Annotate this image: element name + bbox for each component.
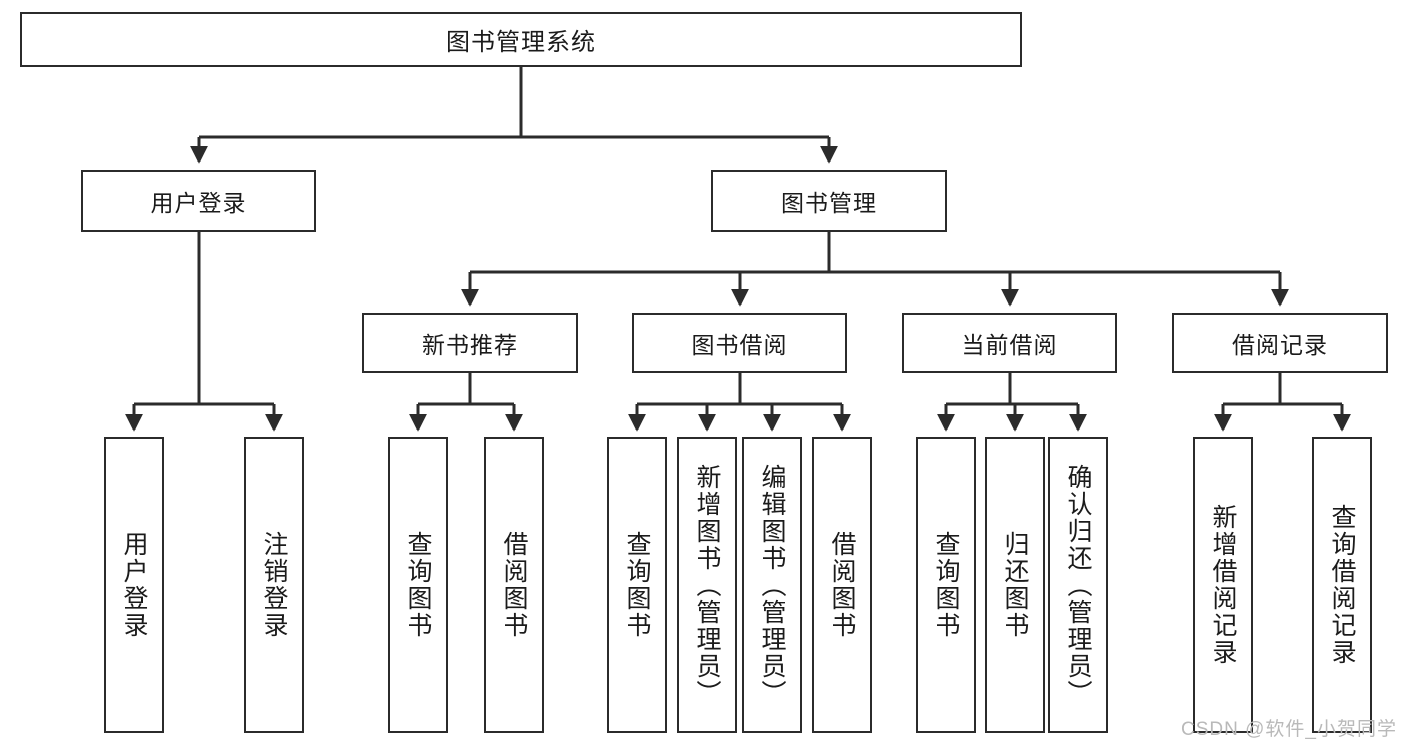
node-current-borrow-label: 当前借阅: [961, 332, 1058, 358]
node-leaf-user-login-label: 用户登录: [120, 531, 148, 639]
node-book-management[interactable]: 图书管理: [711, 170, 947, 232]
node-leaf-query-book-2-label: 查询图书: [623, 531, 651, 639]
node-leaf-logout[interactable]: 注销登录: [244, 437, 304, 733]
node-new-book-recommend-label: 新书推荐: [422, 332, 518, 358]
node-leaf-add-book[interactable]: 新增图书（管理员）: [677, 437, 737, 733]
node-borrow-record[interactable]: 借阅记录: [1172, 313, 1388, 373]
watermark-text: CSDN @软件_小贺同学: [1181, 719, 1397, 740]
node-user-login[interactable]: 用户登录: [81, 170, 316, 232]
node-root-label: 图书管理系统: [446, 29, 596, 56]
node-leaf-return-book[interactable]: 归还图书: [985, 437, 1045, 733]
node-current-borrow[interactable]: 当前借阅: [902, 313, 1117, 373]
node-leaf-user-login[interactable]: 用户登录: [104, 437, 164, 733]
node-leaf-query-book-3[interactable]: 查询图书: [916, 437, 976, 733]
node-leaf-query-record[interactable]: 查询借阅记录: [1312, 437, 1372, 733]
node-leaf-confirm-return-label: 确认归还（管理员）: [1064, 463, 1092, 707]
node-leaf-add-book-label: 新增图书（管理员）: [693, 463, 721, 707]
node-leaf-edit-book-label: 编辑图书（管理员）: [758, 463, 786, 707]
node-leaf-add-record[interactable]: 新增借阅记录: [1193, 437, 1253, 733]
node-leaf-edit-book[interactable]: 编辑图书（管理员）: [742, 437, 802, 733]
node-leaf-borrow-book-1[interactable]: 借阅图书: [484, 437, 544, 733]
node-leaf-borrow-book-2-label: 借阅图书: [828, 531, 856, 639]
node-book-management-label: 图书管理: [781, 190, 877, 216]
node-new-book-recommend[interactable]: 新书推荐: [362, 313, 578, 373]
node-leaf-confirm-return[interactable]: 确认归还（管理员）: [1048, 437, 1108, 733]
node-leaf-return-book-label: 归还图书: [1001, 531, 1029, 639]
node-user-login-label: 用户登录: [150, 190, 247, 216]
node-leaf-query-book-3-label: 查询图书: [932, 531, 960, 639]
node-leaf-logout-label: 注销登录: [260, 531, 288, 639]
node-book-borrow-label: 图书借阅: [691, 332, 788, 358]
node-leaf-add-record-label: 新增借阅记录: [1209, 504, 1237, 666]
node-root[interactable]: 图书管理系统: [20, 12, 1022, 67]
node-leaf-query-book-1-label: 查询图书: [404, 531, 432, 639]
node-borrow-record-label: 借阅记录: [1232, 332, 1328, 358]
node-leaf-query-book-1[interactable]: 查询图书: [388, 437, 448, 733]
node-leaf-query-book-2[interactable]: 查询图书: [607, 437, 667, 733]
node-book-borrow[interactable]: 图书借阅: [632, 313, 847, 373]
node-leaf-borrow-book-1-label: 借阅图书: [500, 531, 528, 639]
node-leaf-borrow-book-2[interactable]: 借阅图书: [812, 437, 872, 733]
node-leaf-query-record-label: 查询借阅记录: [1328, 504, 1356, 666]
